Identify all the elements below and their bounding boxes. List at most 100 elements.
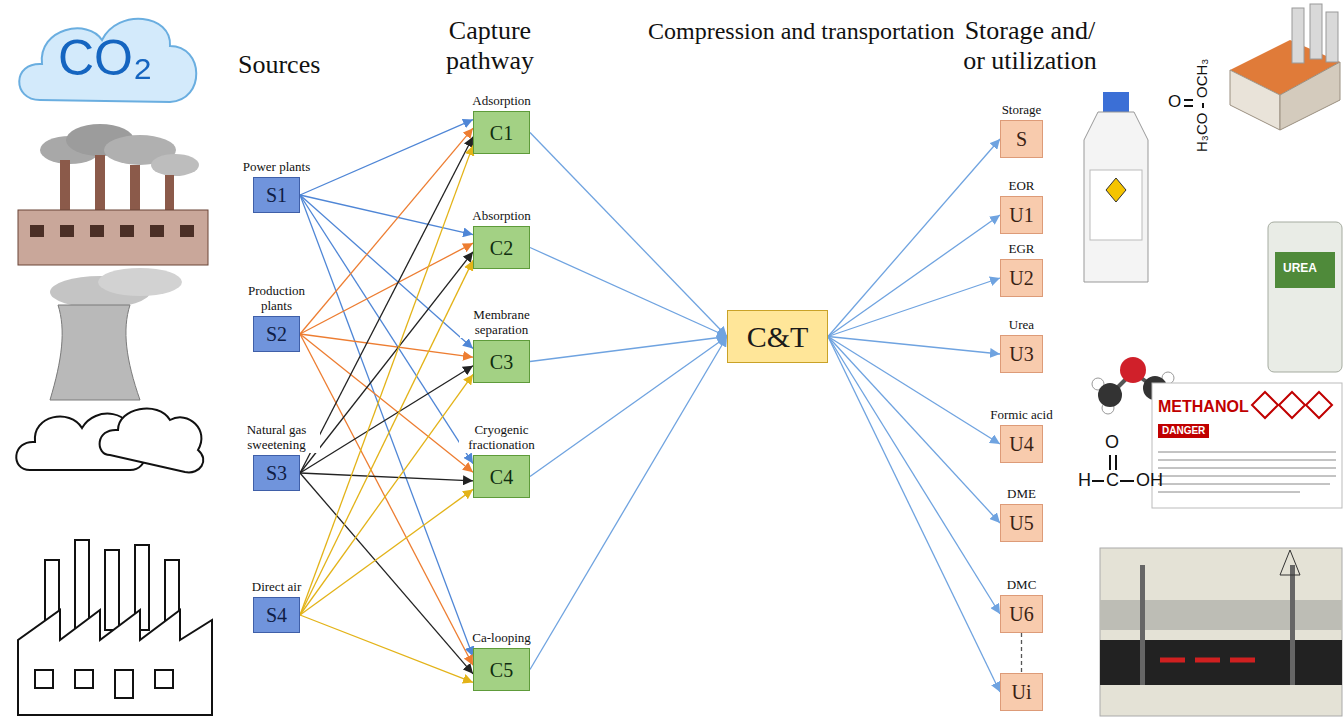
utilization-box: DMEU5 (1000, 504, 1043, 542)
oil-well-picture (1100, 548, 1342, 716)
connector (300, 473, 473, 481)
illustration-part (1115, 455, 1117, 470)
illustration-part (1202, 103, 1204, 108)
capture-box: Cryogenic fractionationC4 (473, 455, 530, 498)
box-label: U1 (1009, 205, 1033, 225)
illustration-part (105, 550, 119, 630)
connector (828, 337, 1000, 615)
box-label: S4 (266, 605, 287, 625)
illustration-part (18, 610, 212, 715)
utilization-box: StorageS (1000, 120, 1043, 158)
illustration-part (1120, 480, 1134, 482)
illustration-part (1084, 112, 1148, 282)
illustration-part (1098, 383, 1122, 407)
illustration-part (1140, 565, 1145, 685)
illustration-part (1230, 70, 1280, 130)
connector (300, 120, 473, 195)
illustration-part (35, 670, 53, 688)
illustration-part (1290, 565, 1295, 685)
capture-box: AdsorptionC1 (473, 111, 530, 154)
illustration-part (1184, 105, 1193, 107)
illustration-text: H₃CO (1193, 113, 1210, 152)
illustration-part (100, 409, 204, 473)
illustration-part (1158, 492, 1300, 493)
utilization-box: EGRU2 (1000, 259, 1043, 297)
co2-cloud (19, 19, 196, 102)
illustration-part (1100, 640, 1342, 685)
illustration-part (1152, 383, 1342, 508)
column-header: Sources (238, 50, 320, 80)
illustration-part (1092, 480, 1104, 482)
illustration-part (1275, 252, 1335, 288)
ethanol-bottle (1084, 92, 1148, 282)
node-heading: Storage (1000, 103, 1044, 118)
illustration-part (1158, 468, 1336, 469)
box-label: C4 (490, 467, 513, 487)
illustration-text: UREA (1283, 262, 1317, 276)
illustration-part (1184, 99, 1193, 101)
box-label: C1 (490, 123, 513, 143)
illustration-part (1158, 476, 1336, 477)
illustration-part (1326, 12, 1338, 62)
column-header: Compression and transportation (648, 18, 955, 46)
capture-box: Membrane separationC3 (473, 340, 530, 383)
illustration-part (115, 670, 133, 698)
source-box: Direct airS4 (253, 597, 300, 633)
illustration-part (151, 154, 199, 176)
illustration-part (1280, 550, 1300, 575)
connector (300, 243, 473, 334)
box-label: U3 (1009, 344, 1033, 364)
source-box: Production plantsS2 (253, 316, 300, 352)
illustration-part (155, 670, 173, 688)
node-heading: Ca-looping (470, 631, 533, 646)
illustration-text: O (1105, 432, 1119, 453)
connector (300, 615, 473, 682)
connector (300, 334, 473, 472)
illustration-part (150, 225, 164, 237)
illustration-part (180, 225, 194, 237)
connector (530, 133, 727, 337)
factory-outline (16, 409, 212, 715)
connector (300, 489, 473, 615)
illustration-text: DANGER (1158, 424, 1209, 438)
illustration-part (1310, 4, 1322, 59)
illustration-text: C (1106, 470, 1119, 491)
box-label: U4 (1009, 434, 1033, 454)
node-heading: DME (1005, 487, 1038, 502)
plant-building (1230, 4, 1340, 130)
illustration-part (18, 210, 208, 265)
connector (300, 374, 473, 615)
illustration-part (1103, 92, 1129, 112)
illustration-part (1306, 392, 1332, 418)
illustration-text: METHANOL (1158, 398, 1249, 416)
node-heading: DMC (1005, 578, 1039, 593)
illustration-part (1100, 600, 1342, 630)
illustration-part (75, 670, 93, 688)
node-heading: Direct air (250, 580, 303, 595)
capture-box: AbsorptionC2 (473, 226, 530, 269)
box-label: C5 (490, 660, 513, 680)
connector (300, 473, 473, 674)
connector (300, 195, 473, 349)
urea-bag (1268, 222, 1342, 372)
node-heading: Absorption (470, 209, 533, 224)
box-label: S2 (266, 324, 287, 344)
illustration-part (90, 225, 104, 237)
node-heading: Power plants (241, 160, 313, 175)
cooling-tower (50, 268, 182, 400)
illustration-part (60, 225, 74, 237)
node-heading: Adsorption (470, 94, 533, 109)
column-header: Storage and/ or utilization (955, 16, 1105, 76)
connector (300, 252, 473, 473)
illustration-part (1158, 484, 1330, 485)
illustration-part (1109, 455, 1111, 470)
connector (828, 337, 1000, 524)
box-label: S (1016, 129, 1027, 149)
connector (530, 248, 727, 337)
connector (828, 278, 1000, 337)
illustration-part (19, 19, 196, 102)
factory-smoke (18, 124, 208, 265)
